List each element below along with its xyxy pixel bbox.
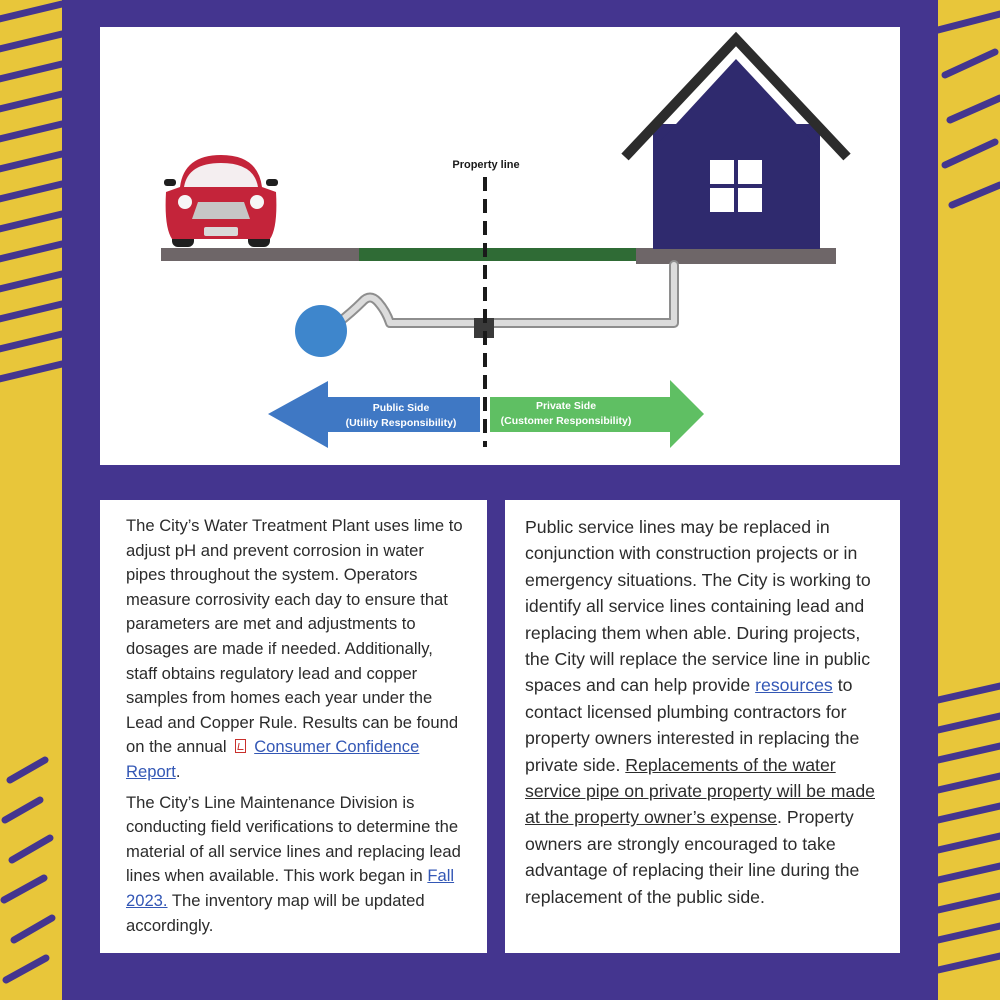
house-icon bbox=[621, 31, 851, 249]
consumer-confidence-report-link[interactable]: Consumer Confidence Report bbox=[126, 737, 420, 781]
car-icon bbox=[164, 155, 278, 247]
public-side-subtitle: (Utility Responsibility) bbox=[346, 417, 457, 429]
service-line-diagram: Property line Public Side (Utility Respo… bbox=[100, 27, 900, 465]
ground-private bbox=[636, 248, 836, 264]
public-side-title: Public Side bbox=[373, 402, 430, 414]
replacement-info-card: Public service lines may be replaced in … bbox=[505, 500, 900, 953]
resources-link[interactable]: resources bbox=[755, 675, 833, 696]
ground-grass bbox=[359, 248, 638, 261]
private-side-arrow: Private Side (Customer Responsibility) bbox=[490, 380, 704, 448]
treatment-paragraph: The City’s Water Treatment Plant uses li… bbox=[126, 516, 463, 781]
fall-2023-link[interactable]: Fall 2023. bbox=[126, 866, 455, 910]
water-main-icon bbox=[295, 305, 347, 357]
service-pipe bbox=[333, 260, 679, 328]
owner-expense-note: Replacements of the water service pipe o… bbox=[525, 754, 875, 828]
ground-public bbox=[161, 248, 361, 261]
private-side-subtitle: (Customer Responsibility) bbox=[501, 415, 632, 427]
line-maintenance-paragraph: The City’s Line Maintenance Division is … bbox=[126, 792, 461, 935]
private-side-title: Private Side bbox=[536, 400, 596, 412]
public-side-arrow: Public Side (Utility Responsibility) bbox=[268, 381, 480, 448]
property-line-label: Property line bbox=[452, 159, 519, 171]
treatment-info-card: The City’s Water Treatment Plant uses li… bbox=[100, 500, 487, 953]
curb-stop-valve bbox=[474, 318, 494, 338]
replacement-paragraph: Public service lines may be replaced in … bbox=[525, 517, 875, 907]
pdf-icon bbox=[235, 739, 247, 754]
